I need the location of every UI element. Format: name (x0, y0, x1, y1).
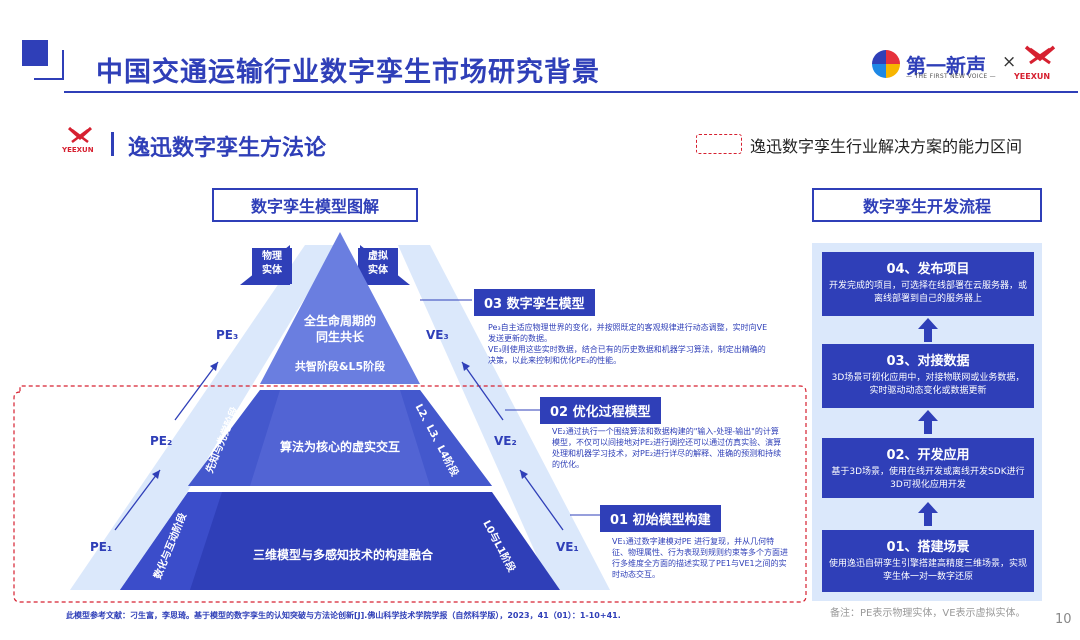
logo-separator: × (1002, 52, 1017, 72)
pe2-label: PE₂ (150, 434, 173, 448)
pe2-pe3-arrow (174, 361, 219, 421)
yeexun-sub-logo (66, 126, 94, 148)
flow-step-04-desc: 开发完成的项目，可选择在线部署在云服务器，或离线部署到自己的服务器上 (828, 281, 1027, 304)
flow-step-03: 03、对接数据 3D场景可视化应用中，对接物联网或业务数据，实时驱动动态变化或数… (822, 344, 1034, 408)
stage-02-desc: VE₂通过执行一个围绕算法和数据构建的"输入-处理-输出"的计算模型，不仅可以间… (552, 427, 782, 469)
pe3-label: PE₃ (216, 328, 239, 342)
flow-arrow-up-icon (918, 502, 938, 526)
pe1-label: PE₁ (90, 540, 113, 554)
middle-left-band (188, 390, 280, 486)
stage-03-tag: 03 数字孪生模型 (474, 289, 595, 316)
flow-step-01-title: 01、搭建场景 (886, 540, 970, 555)
footnote: 备注：PE表示物理实体，VE表示虚拟实体。 (830, 608, 1026, 619)
physical-entity-label: 物理 实体 (262, 251, 282, 276)
yeexun-logo (1022, 44, 1058, 70)
stage-02-tag: 02 优化过程模型 (540, 397, 661, 424)
flow-step-02: 02、开发应用 基于3D场景，使用在线开发或离线开发SDK进行3D可视化应用开发 (822, 438, 1034, 498)
flow-step-02-title: 02、开发应用 (886, 448, 970, 463)
ve1-ve2-arrow (519, 469, 564, 531)
yeexun-sub-logo-text: YEEXUN (62, 146, 94, 154)
first-new-voice-logo-subtitle: — THE FIRST NEW VOICE — (906, 73, 996, 80)
middle-layer-text: 算法为核心的虚实交互 (279, 440, 400, 454)
flow-arrow-up-icon (918, 410, 938, 434)
stage-01-tag: 01 初始模型构建 (600, 505, 721, 532)
ve3-label: VE₃ (426, 328, 449, 342)
first-new-voice-logo-text: 第一新声 (906, 54, 986, 78)
flow-step-03-title: 03、对接数据 (886, 354, 970, 369)
virtual-entity-label: 虚拟 实体 (368, 251, 388, 276)
top-layer-stage: 共智阶段&L5阶段 (294, 360, 386, 373)
top-layer-shape (260, 232, 420, 384)
bottom-layer-text: 三维模型与多感知技术的构建融合 (252, 548, 433, 562)
yeexun-logo-text: YEEXUN (1014, 72, 1051, 81)
flow-step-01-desc: 使用逸迅自研孪生引擎搭建高精度三维场景，实现孪生体一对一数字还原 (828, 559, 1027, 582)
ve2-label: VE₂ (494, 434, 517, 448)
physical-tab-rect (252, 248, 292, 284)
legend-dashed-box (696, 134, 742, 154)
reference-citation: 此模型参考文献：刁生富，李思琦。基于模型的数字孪生的认知突破与方法论创新[J].… (66, 611, 621, 620)
top-layer-text-2: 同生共长 (315, 330, 364, 344)
ve2-ve3-arrow (461, 361, 504, 421)
header-decor-square (22, 40, 48, 66)
yeexun-sub-mark-icon (67, 126, 93, 143)
section-heading: 逸迅数字孪生方法论 (128, 136, 327, 161)
header-divider (64, 91, 1078, 93)
flow-step-01: 01、搭建场景 使用逸迅自研孪生引擎搭建高精度三维场景，实现孪生体一对一数字还原 (822, 530, 1034, 592)
physical-wing-shape (70, 245, 337, 590)
flow-step-03-desc: 3D场景可视化应用中，对接物联网或业务数据，实时驱动动态变化或数据更新 (831, 373, 1025, 396)
flow-step-02-desc: 基于3D场景，使用在线开发或离线开发SDK进行3D可视化应用开发 (831, 467, 1025, 490)
model-section-title: 数字孪生模型图解 (212, 188, 418, 222)
top-layer-text-1: 全生命周期的 (303, 314, 376, 328)
middle-right-band (400, 390, 492, 486)
bottom-layer-shape (120, 492, 560, 590)
stage-03-desc: Pe₃自主适应物理世界的变化，并按照既定的客观规律进行动态调整，实时向VE发送更… (488, 323, 768, 365)
capability-range-dashed (13, 385, 807, 603)
pe1-pe2-arrow (114, 469, 161, 531)
virtual-wing-shape (398, 245, 610, 590)
yeexun-mark-icon (1024, 45, 1056, 65)
ve1-label: VE₁ (556, 540, 579, 554)
flow-arrow-up-icon (918, 318, 938, 342)
legend-text: 逸迅数字孪生行业解决方案的能力区间 (750, 137, 1023, 156)
flow-step-04-title: 04、发布项目 (886, 262, 970, 277)
virtual-tab-rect (358, 248, 398, 284)
flow-section-title: 数字孪生开发流程 (812, 188, 1042, 222)
flow-step-04: 04、发布项目 开发完成的项目，可选择在线部署在云服务器，或离线部署到自己的服务… (822, 252, 1034, 316)
bottom-left-band (120, 492, 222, 590)
page-title: 中国交通运输行业数字孪生市场研究背景 (96, 57, 600, 88)
subheader-separator (111, 132, 114, 156)
stage-01-desc: VE₁通过数字建模对PE 进行复现，并从几何特征、物理属性、行为表现到规则约束等… (612, 537, 788, 579)
header-decor-frame (34, 50, 64, 80)
first-new-voice-logo-icon (872, 50, 900, 78)
page-number: 10 (1055, 612, 1072, 627)
